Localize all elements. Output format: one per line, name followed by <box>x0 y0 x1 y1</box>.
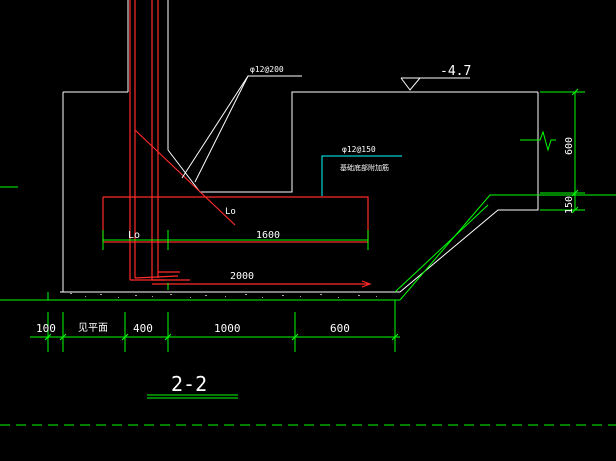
rebar-diagonal <box>134 129 236 226</box>
dim-bottom-plan: 见平面 <box>78 322 108 334</box>
dim-bottom-600: 600 <box>330 322 350 335</box>
dim-1600-label: 1600 <box>256 230 280 241</box>
anchorage-label-horiz: Lo <box>128 230 140 241</box>
anchorage-label-diag: Lo <box>225 207 236 217</box>
section-title: 2-2 <box>171 372 207 396</box>
ground-lines <box>0 186 616 301</box>
dim-2000-label: 2000 <box>230 271 254 282</box>
dim-right-150: 150 <box>564 196 575 214</box>
elevation-label: -4.7 <box>440 64 471 79</box>
dim-bottom-1000: 1000 <box>214 322 241 335</box>
dim-bottom-400: 400 <box>133 322 153 335</box>
right-slab <box>60 92 539 293</box>
elevation-marker <box>400 77 470 91</box>
rebar <box>102 0 372 288</box>
inner-corner <box>167 91 538 193</box>
rebar-note-right: φ12@150 <box>342 145 376 154</box>
rebar-note-top: φ12@200 <box>250 65 284 74</box>
rebar-additional <box>103 196 369 243</box>
dim-right-600: 600 <box>564 137 575 155</box>
dim-bottom-100: 100 <box>36 322 56 335</box>
blinding-layer <box>70 293 377 298</box>
leaders <box>181 75 402 196</box>
dimensions <box>30 88 585 399</box>
rebar-note-right-sub: 基础底部附加筋 <box>340 163 389 172</box>
foundation-outline <box>60 0 539 293</box>
